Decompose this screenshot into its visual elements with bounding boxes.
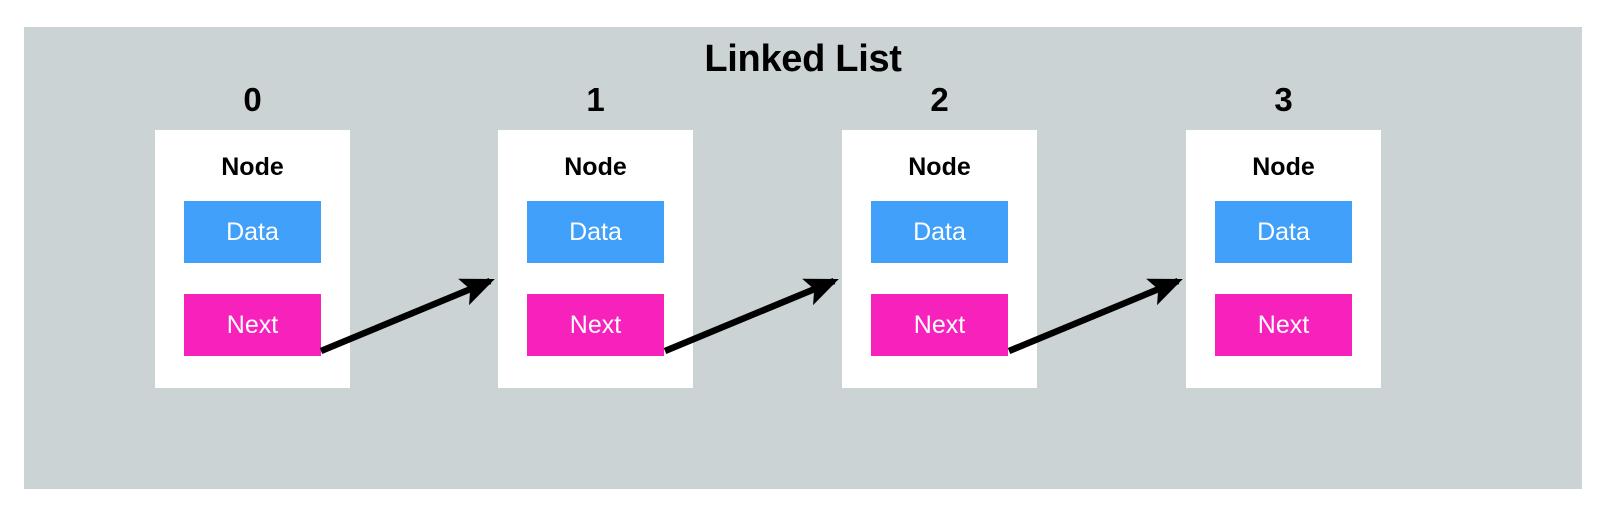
node-3[interactable]: 3 Node Data Next	[1186, 83, 1381, 388]
node-card-3[interactable]: Node Data Next	[1186, 130, 1381, 388]
node-0-next-field[interactable]: Next	[184, 294, 321, 356]
page-title: Linked List	[704, 38, 902, 80]
node-index-3: 3	[1274, 81, 1293, 118]
node-index-0: 0	[243, 81, 262, 118]
node-heading-0: Node	[221, 153, 284, 181]
node-heading-3: Node	[1252, 153, 1315, 181]
node-heading-1: Node	[564, 153, 627, 181]
node-2-next-field[interactable]: Next	[871, 294, 1008, 356]
node-1-data-field[interactable]: Data	[527, 201, 664, 263]
node-2[interactable]: 2 Node Data Next	[842, 83, 1037, 388]
node-3-data-field[interactable]: Data	[1215, 201, 1352, 263]
diagram-panel: Linked List 0 Node Data Next 1 Node Data…	[24, 27, 1582, 489]
node-card-2[interactable]: Node Data Next	[842, 130, 1037, 388]
nodes-layer: 0 Node Data Next 1 Node Data Next 2	[24, 27, 1582, 489]
node-heading-2: Node	[908, 153, 971, 181]
node-0-data-field[interactable]: Data	[184, 201, 321, 263]
node-2-data-field[interactable]: Data	[871, 201, 1008, 263]
node-index-2: 2	[930, 81, 949, 118]
node-index-1: 1	[586, 81, 605, 118]
node-1-next-field[interactable]: Next	[527, 294, 664, 356]
node-card-0[interactable]: Node Data Next	[155, 130, 350, 388]
node-1[interactable]: 1 Node Data Next	[498, 83, 693, 388]
node-card-1[interactable]: Node Data Next	[498, 130, 693, 388]
node-3-next-field[interactable]: Next	[1215, 294, 1352, 356]
node-0[interactable]: 0 Node Data Next	[155, 83, 350, 388]
